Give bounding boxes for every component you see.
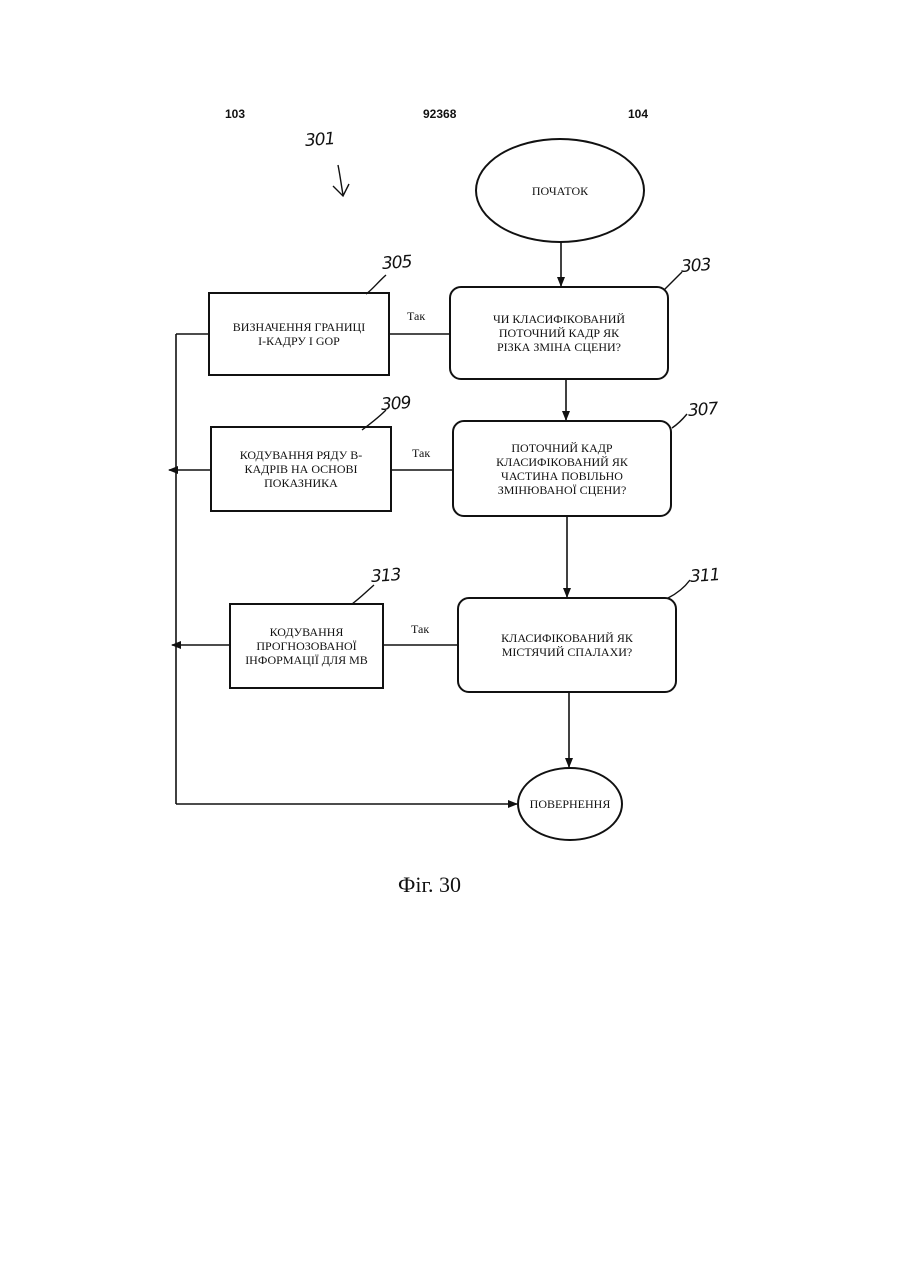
start-terminal: ПОЧАТОК (475, 138, 645, 243)
leader-313 (352, 585, 374, 604)
action-i-frame-gop: ВИЗНАЧЕННЯ ГРАНИЦІ І-КАДРУ І GOP (208, 292, 390, 376)
action-encode-mv-prediction: КОДУВАННЯ ПРОГНОЗОВАНОЇ ІНФОРМАЦІЇ ДЛЯ М… (229, 603, 384, 689)
ref-301: 301 (304, 129, 335, 151)
ref-313: 313 (370, 565, 401, 587)
leader-307 (672, 414, 687, 428)
ref-303: 303 (680, 255, 711, 277)
ref-309: 309 (380, 393, 411, 415)
yes-label-3: Так (411, 622, 429, 637)
leader-311 (668, 580, 690, 598)
decision-scene-cut: ЧИ КЛАСИФІКОВАНИЙ ПОТОЧНИЙ КАДР ЯК РІЗКА… (449, 286, 669, 380)
yes-label-1: Так (407, 309, 425, 324)
decision-slow-change: ПОТОЧНИЙ КАДР КЛАСИФІКОВАНИЙ ЯК ЧАСТИНА … (452, 420, 672, 517)
ref-307: 307 (687, 399, 718, 421)
decision-flash: КЛАСИФІКОВАНИЙ ЯК МІСТЯЧИЙ СПАЛАХИ? (457, 597, 677, 693)
action-encode-b-frames: КОДУВАННЯ РЯДУ В- КАДРІВ НА ОСНОВІ ПОКАЗ… (210, 426, 392, 512)
leader-301 (338, 165, 343, 195)
leader-303 (664, 272, 682, 290)
figure-caption: Фіг. 30 (398, 872, 461, 898)
ref-305: 305 (381, 252, 412, 274)
yes-label-2: Так (412, 446, 430, 461)
ref-311: 311 (689, 565, 720, 587)
end-terminal: ПОВЕРНЕННЯ (517, 767, 623, 841)
